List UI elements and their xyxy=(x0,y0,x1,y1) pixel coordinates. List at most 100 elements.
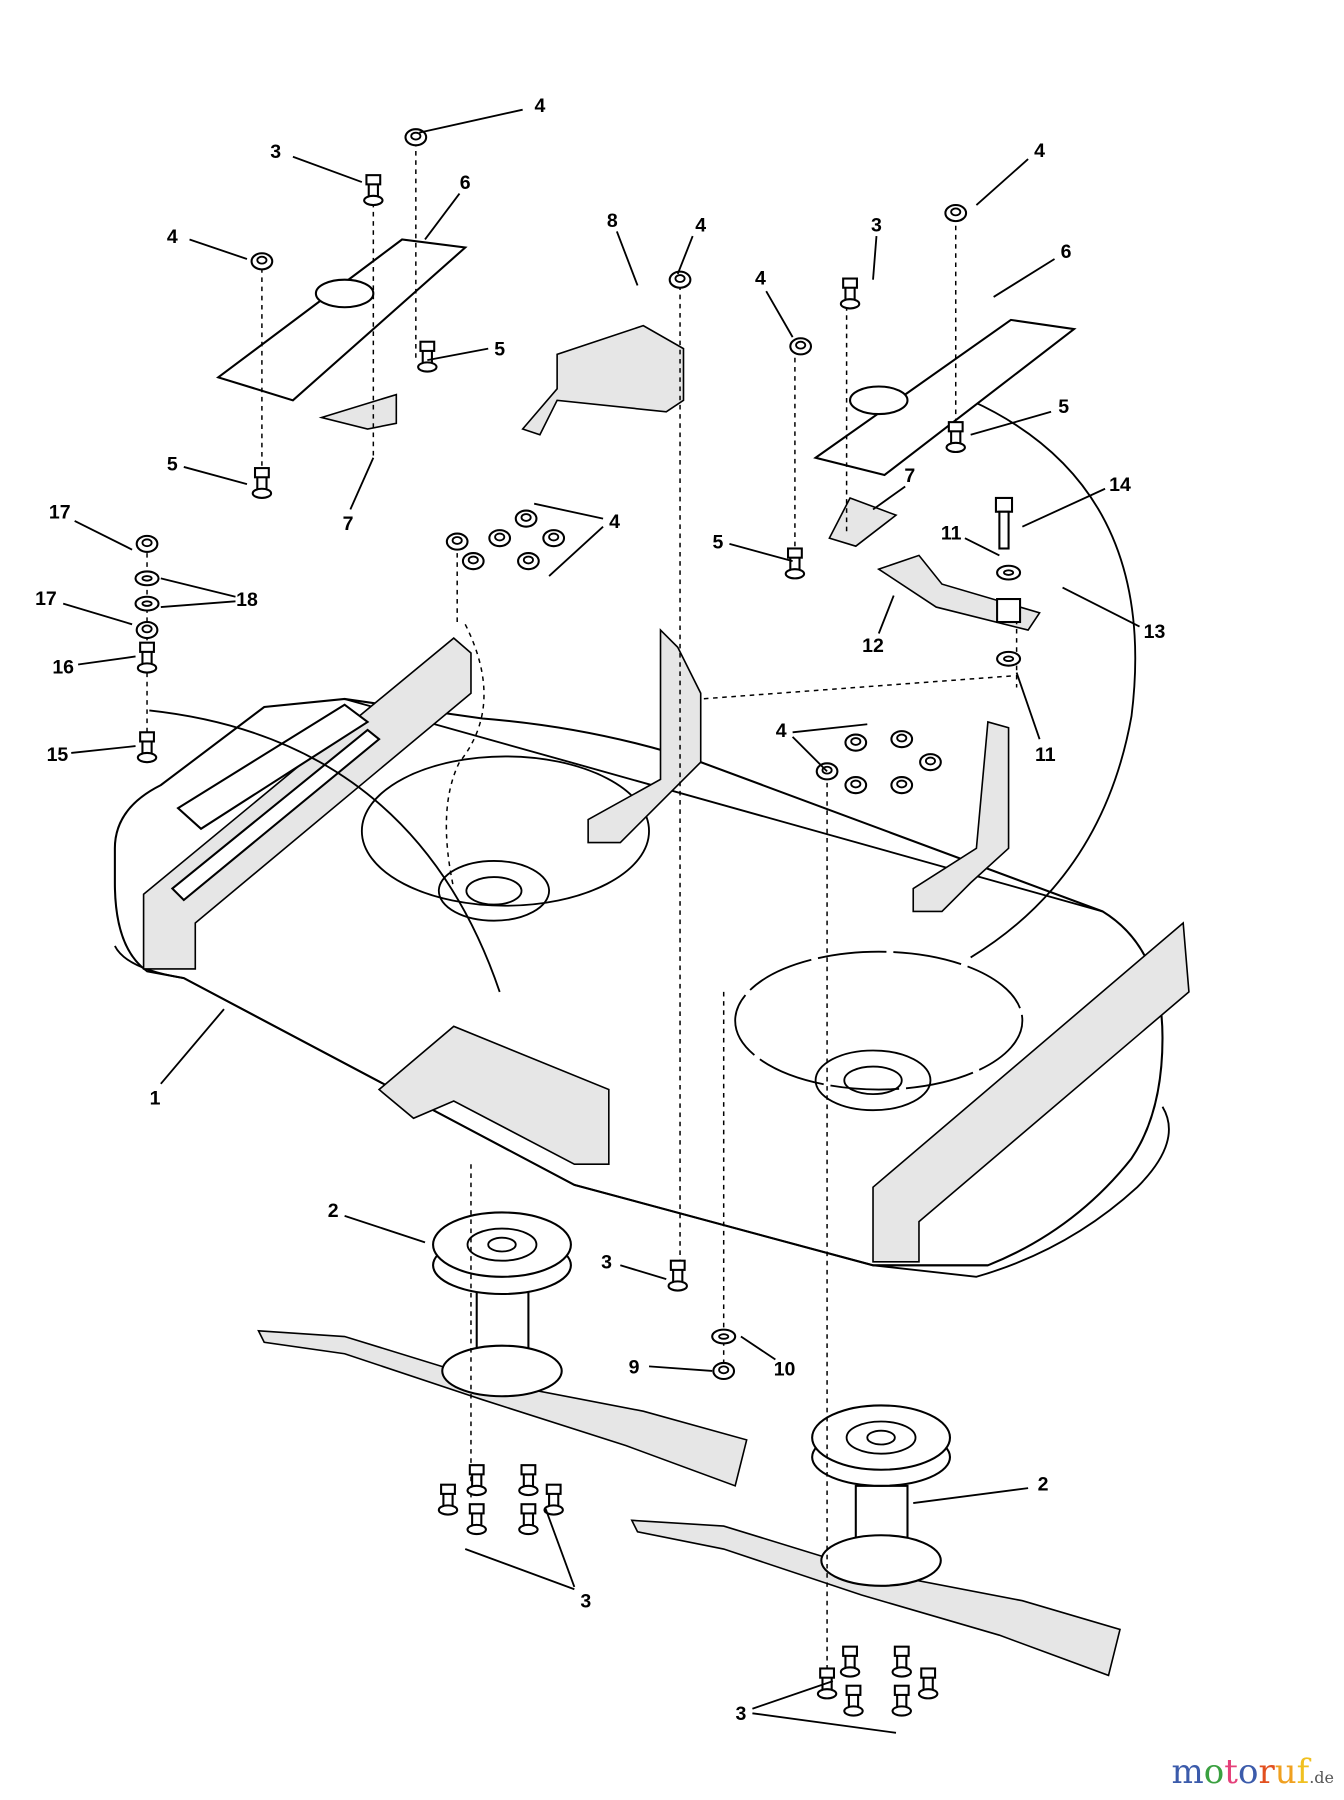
watermark-letter: o xyxy=(1237,1752,1259,1792)
callout-leader-line xyxy=(189,238,248,260)
callout-label-4: 4 xyxy=(609,511,620,533)
callout-leader-line xyxy=(544,1508,576,1588)
hex-nut-icon xyxy=(517,552,540,571)
mandrel-plate-left xyxy=(216,238,468,402)
hex-nut-icon xyxy=(404,128,428,147)
callout-label-3: 3 xyxy=(871,214,882,236)
washer-icon xyxy=(134,570,160,587)
callout-label-2: 2 xyxy=(1038,1473,1049,1495)
callout-leader-line xyxy=(1021,487,1106,528)
hex-nut-icon xyxy=(815,762,839,781)
callout-leader-line xyxy=(349,457,375,510)
bolt-icon xyxy=(363,174,384,207)
callout-leader-line xyxy=(765,290,794,338)
callout-leader-line xyxy=(752,1712,897,1734)
callout-leader-line xyxy=(740,1335,776,1361)
bolt-icon xyxy=(891,1645,912,1678)
callout-label-12: 12 xyxy=(862,635,884,657)
callout-label-3: 3 xyxy=(601,1252,612,1274)
callout-leader-line xyxy=(292,155,363,183)
idler-pulley-bushing xyxy=(996,598,1022,624)
callout-label-13: 13 xyxy=(1144,621,1166,643)
callout-label-3: 3 xyxy=(580,1591,591,1613)
callout-leader-line xyxy=(464,1548,575,1591)
callout-leader-line xyxy=(913,1487,1029,1504)
callout-label-5: 5 xyxy=(167,453,178,475)
callout-label-5: 5 xyxy=(1058,396,1069,418)
bolt-icon xyxy=(518,1464,539,1497)
left-deck-upright xyxy=(587,628,702,844)
callout-label-5: 5 xyxy=(713,531,724,553)
hex-nut-icon xyxy=(542,529,566,548)
callout-leader-line xyxy=(872,485,906,511)
left-front-rail xyxy=(142,637,472,970)
watermark-letter: f xyxy=(1296,1752,1310,1792)
callout-label-16: 16 xyxy=(52,657,74,679)
callout-leader-line xyxy=(872,235,878,280)
callout-label-1: 1 xyxy=(150,1087,161,1109)
callout-label-9: 9 xyxy=(629,1356,640,1378)
callout-leader-line xyxy=(792,723,868,734)
hex-nut-icon xyxy=(488,529,512,548)
watermark-logo: motoruf.de xyxy=(1172,1752,1334,1792)
callout-leader-line xyxy=(1062,586,1140,628)
callout-label-4: 4 xyxy=(167,226,178,248)
bolt-icon xyxy=(839,277,861,310)
callout-leader-line xyxy=(648,1365,713,1372)
alignment-dashed-line xyxy=(700,675,1011,700)
bolt-icon xyxy=(667,1259,688,1292)
watermark-letter: u xyxy=(1274,1752,1297,1792)
callout-leader-line xyxy=(616,231,639,286)
callout-label-4: 4 xyxy=(695,214,706,236)
bolt-icon xyxy=(466,1464,487,1497)
bolt-icon xyxy=(136,641,158,674)
callout-label-8: 8 xyxy=(607,210,618,232)
hex-nut-icon xyxy=(844,733,868,752)
callout-leader-line xyxy=(877,595,895,634)
hex-nut-icon xyxy=(890,776,914,795)
hex-nut-icon xyxy=(844,776,868,795)
alignment-lines xyxy=(146,141,1018,1670)
callout-leader-line xyxy=(183,466,248,486)
bolt-icon xyxy=(843,1684,864,1717)
hex-nut-icon xyxy=(461,552,485,571)
right-front-rail xyxy=(872,921,1190,1263)
hex-nut-icon xyxy=(514,509,538,528)
callout-leader-line xyxy=(424,192,461,241)
watermark-letter: m xyxy=(1171,1752,1204,1792)
callout-label-10: 10 xyxy=(774,1359,796,1381)
callout-label-4: 4 xyxy=(534,95,545,117)
bolt-icon xyxy=(784,547,806,580)
baffle-right xyxy=(828,496,898,548)
callout-label-17: 17 xyxy=(49,502,71,524)
callout-leader-line xyxy=(419,108,523,134)
bolt-icon xyxy=(816,1667,838,1700)
callout-leader-line xyxy=(975,158,1029,206)
baffle-left xyxy=(318,393,398,430)
bolt-icon xyxy=(543,1483,564,1516)
callout-label-2: 2 xyxy=(328,1200,339,1222)
callout-leader-line xyxy=(993,258,1056,298)
callout-leader-line xyxy=(791,736,828,772)
callout-leader-line xyxy=(160,600,236,608)
callout-leader-line xyxy=(548,525,604,577)
callout-label-4: 4 xyxy=(755,267,766,289)
callout-label-4: 4 xyxy=(776,720,787,742)
hex-nut-icon xyxy=(250,252,274,271)
washer-icon xyxy=(711,1328,737,1345)
bolt-icon xyxy=(891,1684,912,1717)
mandrel-plate-right xyxy=(813,318,1077,477)
callout-leader-line xyxy=(970,410,1052,436)
callout-label-6: 6 xyxy=(1061,241,1072,263)
callout-label-17: 17 xyxy=(35,588,57,610)
watermark-letter: t xyxy=(1224,1752,1238,1792)
washer-icon xyxy=(996,650,1022,667)
hex-nut-icon xyxy=(135,620,159,640)
callout-label-5: 5 xyxy=(494,339,505,361)
bolt-icon xyxy=(417,340,438,373)
callout-leader-line xyxy=(620,1264,667,1280)
watermark-tld: .de xyxy=(1309,1768,1334,1787)
right-deck-upright xyxy=(912,720,1010,913)
